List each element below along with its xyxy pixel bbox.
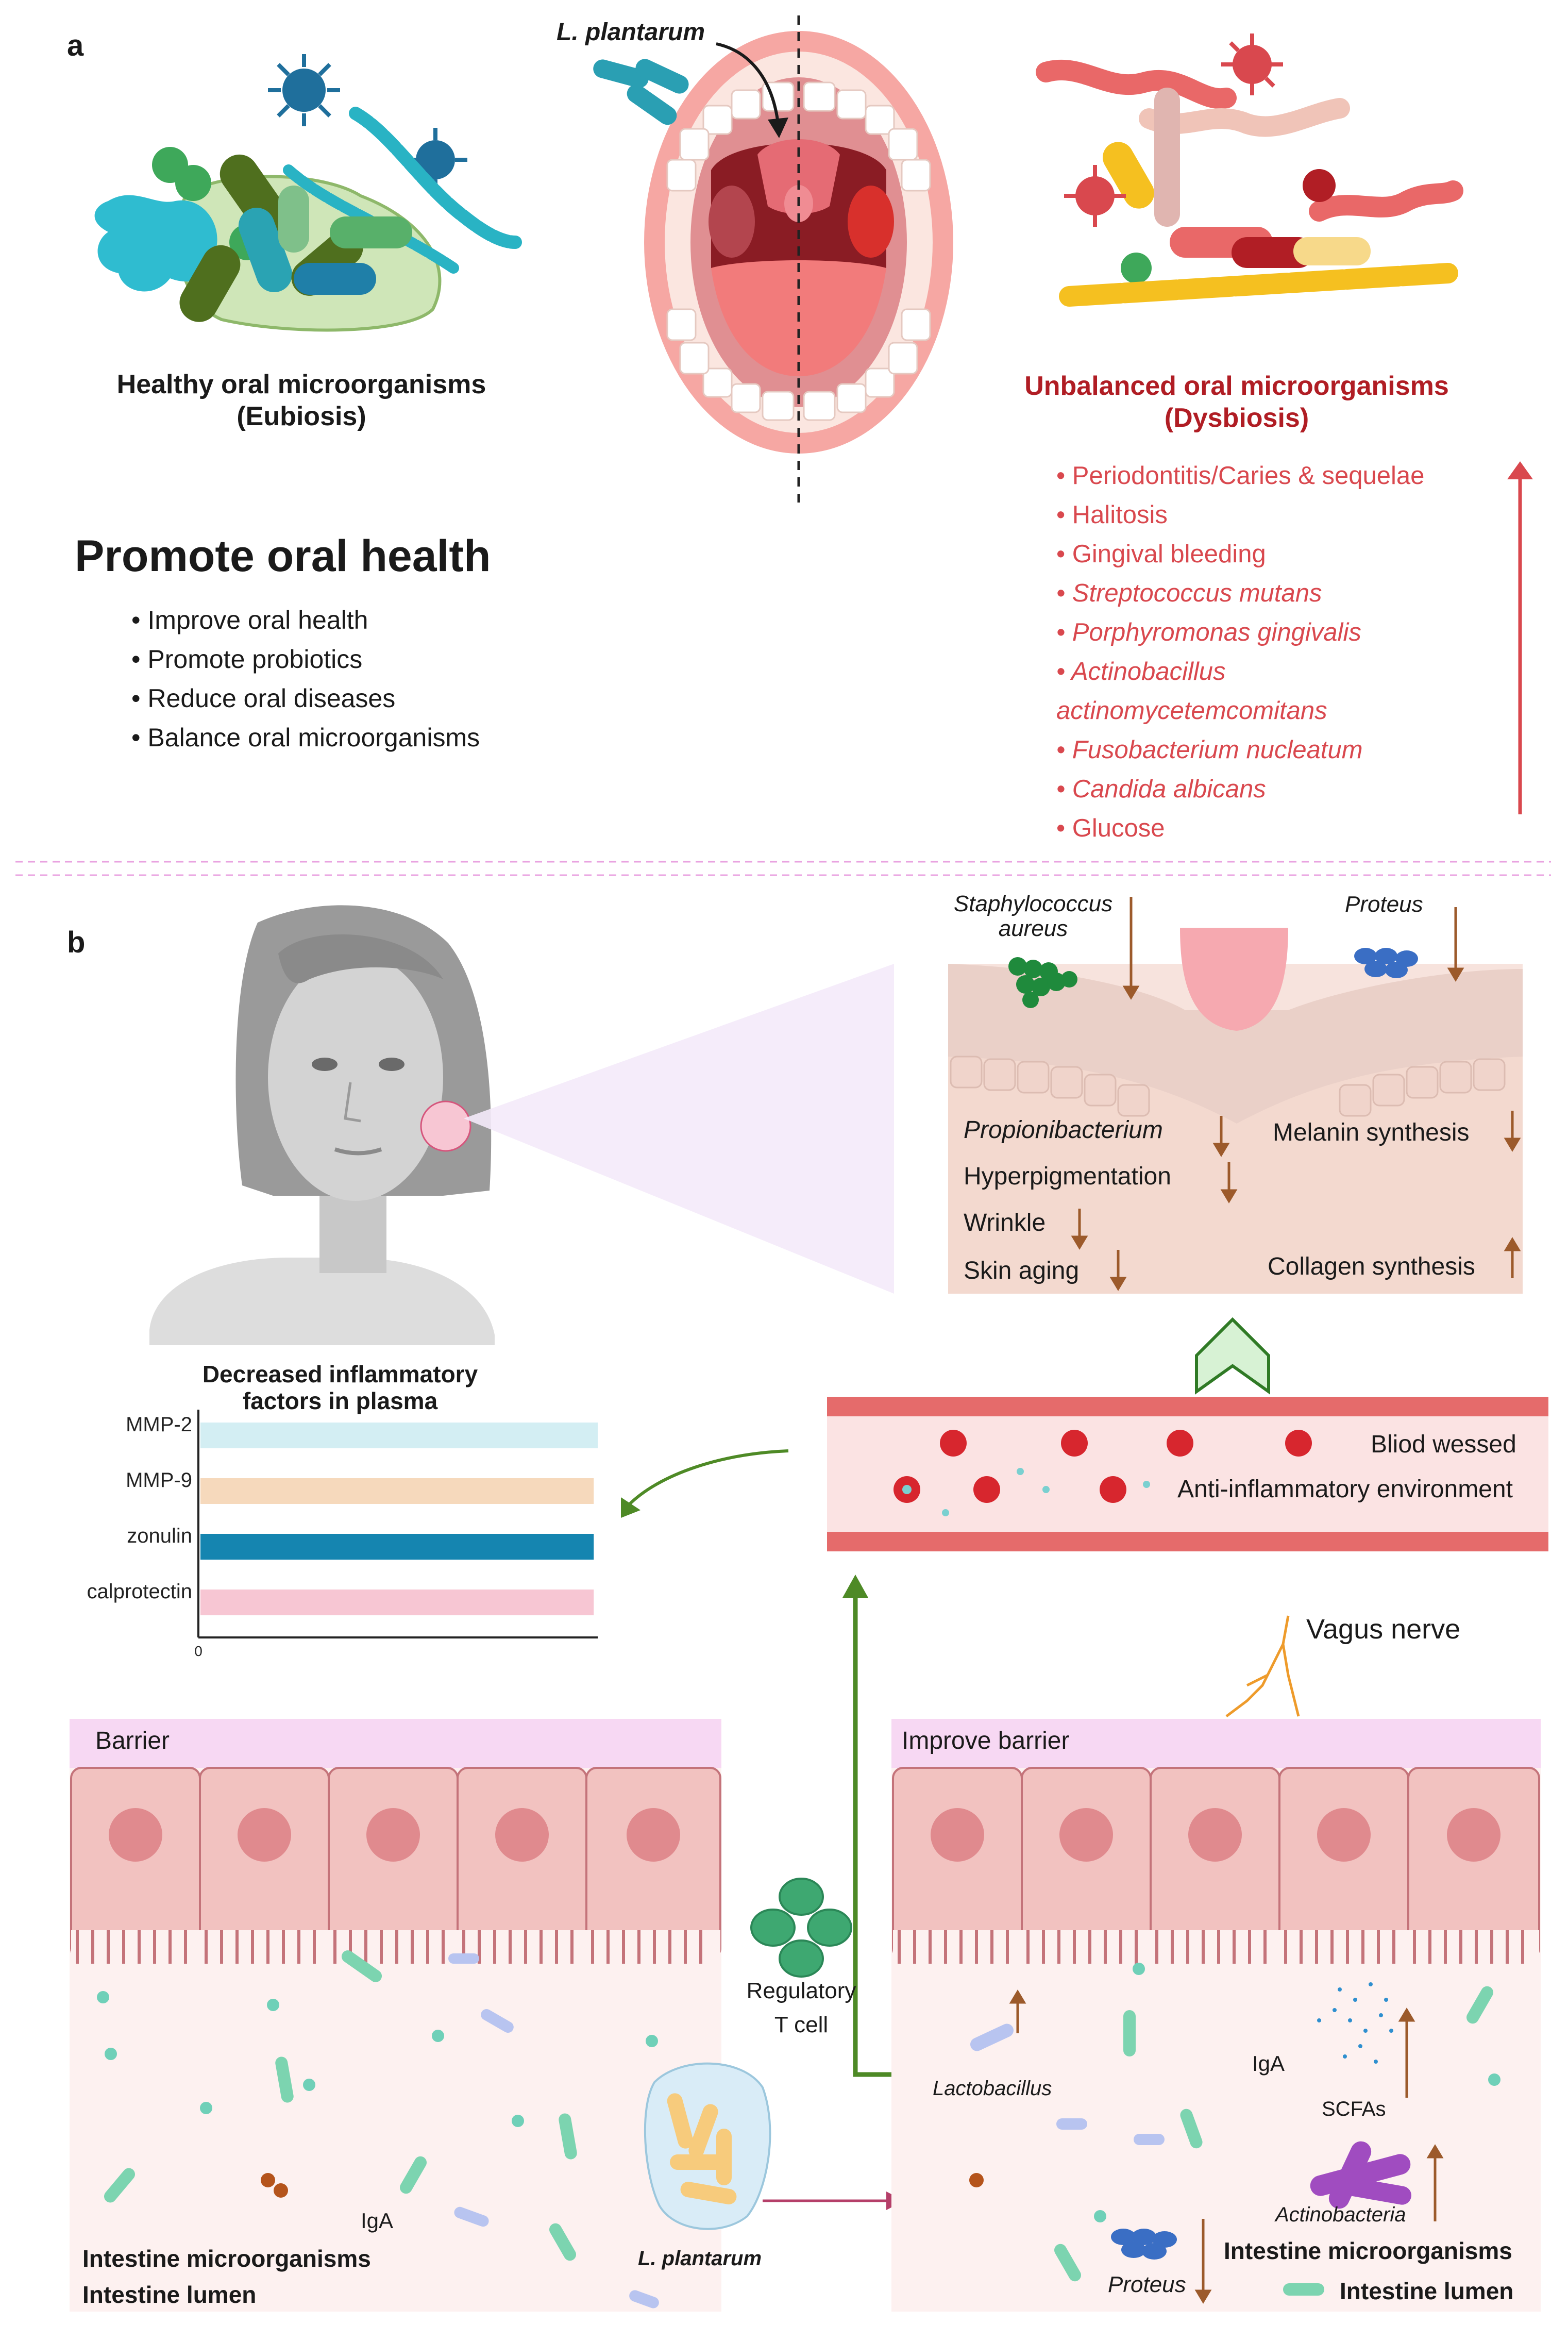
left-iga-label: IgA <box>361 2209 394 2233</box>
inflammatory-chart: Decreased inflammatory factors in plasma… <box>77 1361 618 1659</box>
regulatory-t-cell-icon <box>750 1878 852 1978</box>
dysbiosis-item: • Halitosis <box>1056 501 1168 529</box>
bar-mmp-9 <box>200 1478 594 1504</box>
dysbiosis-microbes-illustration <box>1036 34 1463 307</box>
category-label: MMP-9 <box>126 1469 192 1492</box>
dysbiosis-item: • Periodontitis/Caries & sequelae <box>1056 462 1425 490</box>
chart-title: Decreased inflammatory factors in plasma <box>202 1361 478 1414</box>
left-probiotic-label: L. plantarum <box>638 2247 762 2270</box>
right-lumen-label: Intestine lumen <box>1340 2278 1514 2304</box>
panel-a-letter: a <box>67 29 84 62</box>
benefits-list: • Improve oral health • Promote probioti… <box>131 600 480 757</box>
skin-aging-label: Skin aging <box>964 1257 1080 1284</box>
x-tick-label: 0 <box>194 1643 203 1659</box>
right-microorganisms-label: Intestine microorganisms <box>1224 2237 1512 2264</box>
vagus-nerve-label: Vagus nerve <box>1306 1614 1461 1645</box>
healthy-microbes-illustration <box>94 54 522 332</box>
bar-calprotectin <box>200 1590 594 1615</box>
bar-zonulin <box>200 1534 594 1560</box>
scfas-label: SCFAs <box>1322 2098 1386 2120</box>
dysbiosis-item: • Porphyromonas gingivalis <box>1056 618 1361 646</box>
category-label: calprotectin <box>87 1580 192 1603</box>
unbalanced-title: Unbalanced oral microorganisms (Dysbiosi… <box>1024 371 1449 433</box>
proteus-gut-label: Proteus <box>1108 2272 1186 2297</box>
left-lumen-label: Intestine lumen <box>82 2281 257 2308</box>
actinobacteria-label: Actinobacteria <box>1275 2203 1406 2226</box>
category-label: zonulin <box>127 1525 192 1547</box>
dysbiosis-item: • Candida albicans <box>1056 775 1266 803</box>
benefit-item: • Reduce oral diseases <box>131 684 396 713</box>
left-microorganisms-label: Intestine microorganisms <box>82 2245 371 2272</box>
healthy-title: Healthy oral microorganisms (Eubiosis) <box>116 370 486 431</box>
vessel-label: Bliod wessed <box>1371 1431 1516 1458</box>
wrinkle-label: Wrinkle <box>964 1209 1046 1236</box>
staph-label: Staphylococcus aureus <box>953 891 1113 941</box>
lactobacillus-label: Lactobacillus <box>933 2077 1052 2100</box>
benefit-item: • Promote probiotics <box>131 645 363 674</box>
benefit-item: • Improve oral health <box>131 606 368 634</box>
right-barrier-label: Improve barrier <box>902 1727 1070 1754</box>
regulatory-t-cell-label: Regulatory T cell <box>746 1978 856 2037</box>
mouth-illustration <box>593 15 953 503</box>
probiotic-label: L. plantarum <box>557 19 705 46</box>
blood-vessel-illustration <box>827 1397 1548 1551</box>
anti-inflammatory-label: Anti-inflammatory environment <box>1177 1476 1513 1503</box>
dysbiosis-item: • Actinobacillus <box>1056 658 1226 685</box>
melanin-label: Melanin synthesis <box>1273 1119 1470 1146</box>
dysbiosis-item: • Streptococcus mutans <box>1056 579 1322 607</box>
dysbiosis-item: • Fusobacterium nucleatum <box>1056 736 1363 764</box>
right-gut-illustration <box>891 1719 1541 2312</box>
proteus-skin-label: Proteus <box>1345 892 1423 917</box>
dysbiosis-item: actinomycetemcomitans <box>1056 697 1327 725</box>
dysbiosis-list: • Periodontitis/Caries & sequelae • Hali… <box>1056 456 1424 848</box>
panel-b-letter: b <box>67 926 86 959</box>
collagen-label: Collagen synthesis <box>1268 1253 1475 1280</box>
hyperpigmentation-label: Hyperpigmentation <box>964 1163 1171 1190</box>
dysbiosis-item: • Gingival bleeding <box>1056 540 1266 568</box>
dysbiosis-item: • Glucose <box>1056 814 1165 842</box>
promote-heading: Promote oral health <box>75 531 491 581</box>
category-label: MMP-2 <box>126 1413 192 1436</box>
benefit-item: • Balance oral microorganisms <box>131 723 480 752</box>
right-iga-label: IgA <box>1252 2051 1285 2076</box>
left-barrier-label: Barrier <box>95 1727 170 1754</box>
bar-mmp-2 <box>200 1423 598 1448</box>
woman-illustration <box>149 905 894 1345</box>
propionibacterium-label: Propionibacterium <box>964 1116 1163 1144</box>
